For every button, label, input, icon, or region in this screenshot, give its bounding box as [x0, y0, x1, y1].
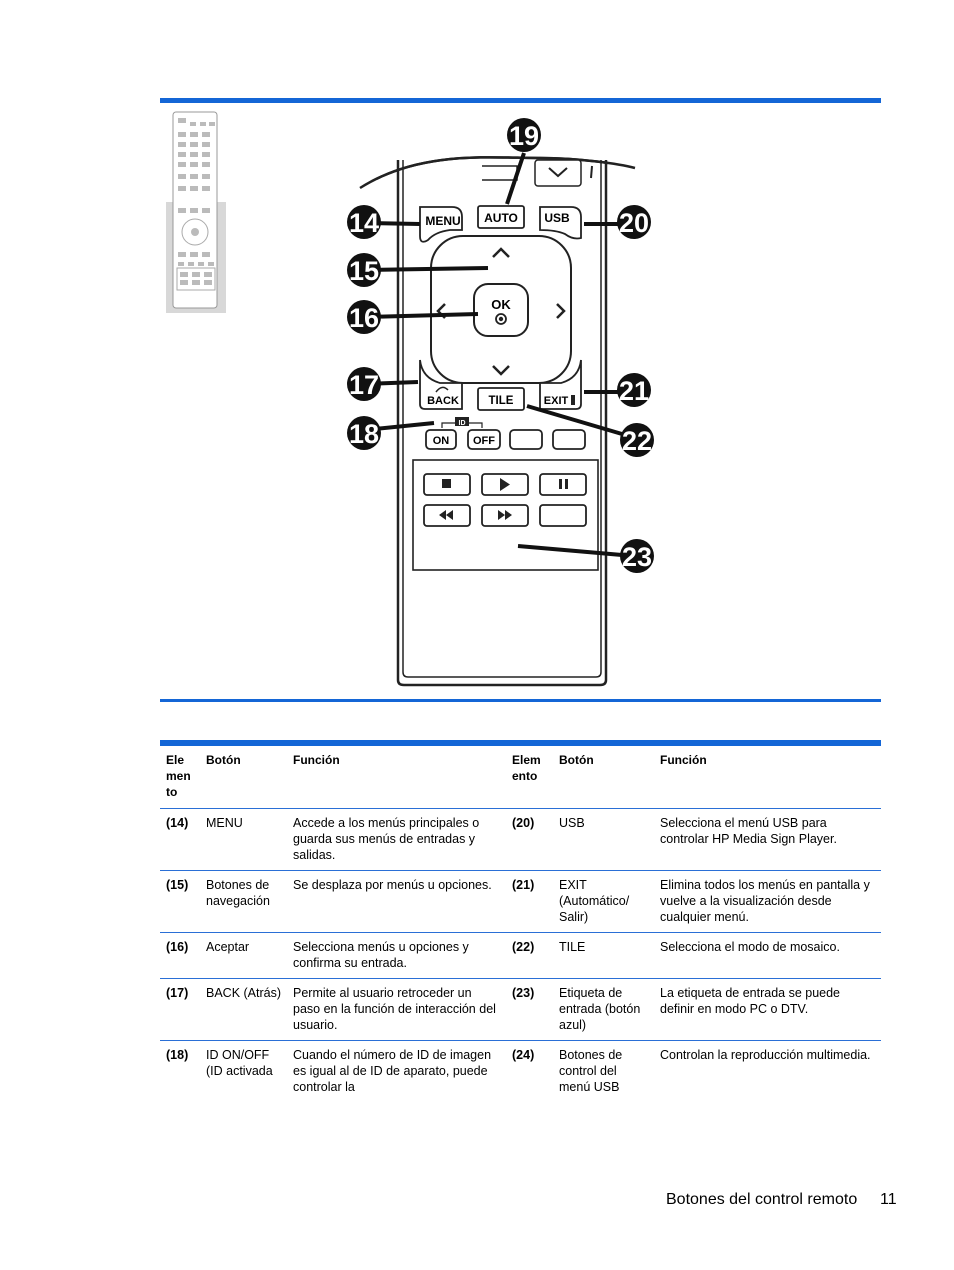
callout-20: 20 [619, 208, 649, 238]
buttons-table: Ele men to Botón Función Elem ento Botón… [160, 746, 881, 1102]
row-element: (14) [166, 816, 189, 830]
down-arrow-icon [492, 365, 510, 376]
row-button: Botones de navegación [206, 878, 270, 908]
row-function: Selecciona menús u opciones y confirma s… [293, 940, 469, 970]
table-top-rule [160, 740, 881, 746]
row-button: BACK (Atrás) [206, 986, 282, 1000]
exit-button-label: EXIT [544, 395, 569, 407]
row-function: Accede a los menús principales o guarda … [293, 816, 480, 862]
id-label: ID [459, 420, 466, 427]
row-button: Botones de control del menú USB [559, 1048, 623, 1094]
remote-control-figure: MENU AUTO USB OK BACK TILE EXIT ID ON OF… [347, 118, 654, 687]
callout-23: 23 [622, 542, 652, 572]
row-element: (17) [166, 986, 189, 1000]
table-header-row: Ele men to Botón Función Elem ento Botón… [160, 746, 881, 809]
on-button-label: ON [433, 435, 450, 447]
row-button: TILE [559, 940, 586, 954]
row-button: Aceptar [206, 940, 250, 954]
callout-21: 21 [619, 376, 649, 406]
table-row: (17) BACK (Atrás) Permite al usuario ret… [160, 978, 881, 1041]
back-button-label: BACK [427, 395, 459, 407]
fast-forward-icon [498, 510, 512, 520]
row-function: Se desplaza por menús u opciones. [293, 878, 492, 892]
callout-17: 17 [349, 370, 379, 400]
row-function: La etiqueta de entrada se puede definir … [660, 986, 841, 1016]
row-button: USB [559, 816, 585, 830]
row-element: (18) [166, 1048, 189, 1062]
menu-button-label: MENU [425, 214, 460, 228]
header-element-1: Ele men to [166, 753, 191, 799]
row-function: Elimina todos los menús en pantalla y vu… [660, 878, 870, 924]
table-row: (16) Aceptar Selecciona menús u opciones… [160, 932, 881, 979]
callout-14: 14 [349, 208, 379, 238]
row-element: (16) [166, 940, 189, 954]
callout-16: 16 [349, 303, 379, 333]
rewind-icon [439, 510, 453, 520]
header-button-1: Botón [206, 753, 241, 767]
stop-icon [442, 479, 451, 488]
right-arrow-icon [556, 303, 566, 319]
callout-15: 15 [349, 256, 379, 286]
figure-bottom-rule [160, 699, 881, 702]
row-element: (21) [512, 878, 535, 892]
table-row: (14) MENU Accede a los menús principales… [160, 808, 881, 871]
up-arrow-icon [492, 247, 510, 258]
header-button-2: Botón [559, 753, 594, 767]
row-function: Controlan la reproducción multimedia. [660, 1048, 871, 1062]
callout-22: 22 [622, 426, 652, 456]
row-element: (20) [512, 816, 535, 830]
row-element: (22) [512, 940, 535, 954]
row-function: Selecciona el menú USB para controlar HP… [660, 816, 837, 846]
table-row: (18) ID ON/OFF (ID activada Cuando el nú… [160, 1040, 881, 1103]
row-function: Cuando el número de ID de imagen es igua… [293, 1048, 492, 1094]
auto-button-label: AUTO [484, 211, 518, 225]
play-icon [500, 478, 510, 491]
top-rule [160, 98, 881, 103]
remote-thumbnail [166, 111, 226, 313]
back-icon [435, 386, 449, 393]
row-button: EXIT (Automático/ Salir) [559, 878, 630, 924]
table-row: (15) Botones de navegación Se desplaza p… [160, 870, 881, 933]
row-button: Etiqueta de entrada (botón azul) [559, 986, 641, 1032]
row-element: (23) [512, 986, 535, 1000]
row-function: Permite al usuario retroceder un paso en… [293, 986, 496, 1032]
callout-18: 18 [349, 419, 379, 449]
header-function-1: Función [293, 753, 340, 767]
off-button-label: OFF [473, 435, 495, 447]
footer-section-title: Botones del control remoto [666, 1191, 858, 1208]
ok-button-label: OK [491, 297, 511, 312]
row-element: (15) [166, 878, 189, 892]
row-element: (24) [512, 1048, 535, 1062]
row-function: Selecciona el modo de mosaico. [660, 940, 840, 954]
row-button: ID ON/OFF (ID activada [206, 1048, 273, 1078]
usb-button-label: USB [544, 211, 570, 225]
header-element-2: Elem ento [512, 753, 541, 783]
page-number: 11 [880, 1191, 897, 1208]
row-button: MENU [206, 816, 243, 830]
tile-button-label: TILE [489, 395, 514, 407]
header-function-2: Función [660, 753, 707, 767]
callout-19: 19 [509, 121, 539, 151]
pause-icon [559, 479, 568, 489]
